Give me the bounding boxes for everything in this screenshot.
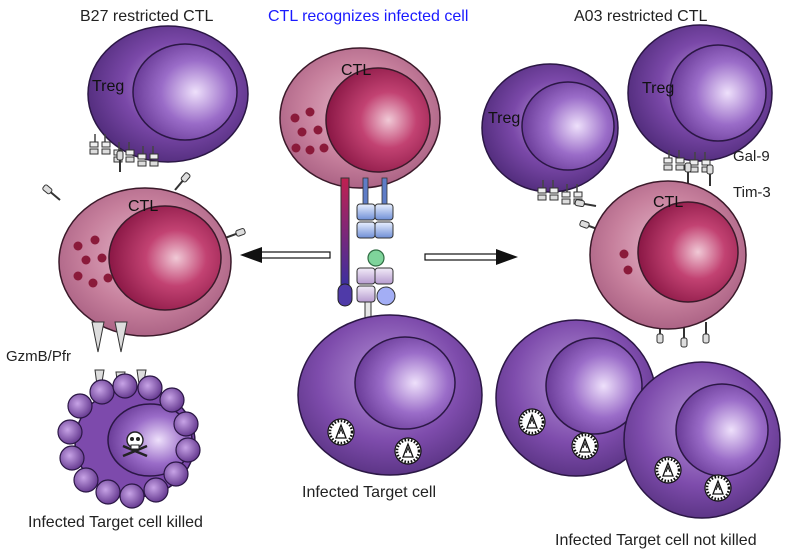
infected-target-center bbox=[297, 314, 483, 476]
virus-icon bbox=[653, 455, 683, 485]
treg-right-b-label: Treg bbox=[642, 80, 675, 97]
treg-right-a-label: Treg bbox=[488, 110, 521, 127]
gal9-label: Gal-9 bbox=[733, 148, 770, 165]
arrow-left-icon bbox=[240, 247, 331, 263]
ctl-right-label: CTL bbox=[653, 194, 684, 211]
ctl-center-cell bbox=[279, 47, 441, 189]
ctl-center-label: CTL bbox=[341, 62, 372, 79]
virus-icon bbox=[703, 473, 733, 503]
ctl-left-label: CTL bbox=[128, 198, 159, 215]
treg-left-cell bbox=[87, 25, 249, 167]
treg-right-left-cell bbox=[481, 63, 619, 205]
left-title: B27 restricted CTL bbox=[80, 8, 214, 25]
skull-and-crossbones-icon bbox=[122, 431, 148, 458]
infected-center-label: Infected Target cell bbox=[302, 484, 437, 501]
tcr-mhc-synapse bbox=[337, 177, 396, 335]
ctl-right-cell bbox=[573, 162, 747, 348]
gzmb-label: GzmB/Pfr bbox=[6, 348, 72, 365]
infected-target-right-a bbox=[495, 319, 657, 477]
killed-target-cell bbox=[57, 369, 201, 509]
killed-label: Infected Target cell killed bbox=[28, 514, 203, 531]
virus-icon bbox=[517, 407, 547, 437]
right-title: A03 restricted CTL bbox=[574, 8, 708, 25]
infected-target-right-b bbox=[623, 361, 781, 519]
virus-icon bbox=[570, 431, 600, 461]
center-title: CTL recognizes infected cell bbox=[268, 8, 469, 25]
ctl-left-cell bbox=[40, 150, 247, 353]
not-killed-label: Infected Target cell not killed bbox=[555, 532, 757, 549]
virus-icon bbox=[326, 417, 356, 447]
treg-right-upper-cell bbox=[627, 24, 773, 173]
virus-icon bbox=[393, 436, 423, 466]
treg-left-label: Treg bbox=[92, 78, 125, 95]
arrow-right-icon bbox=[424, 249, 518, 265]
tim3-label: Tim-3 bbox=[733, 184, 771, 201]
